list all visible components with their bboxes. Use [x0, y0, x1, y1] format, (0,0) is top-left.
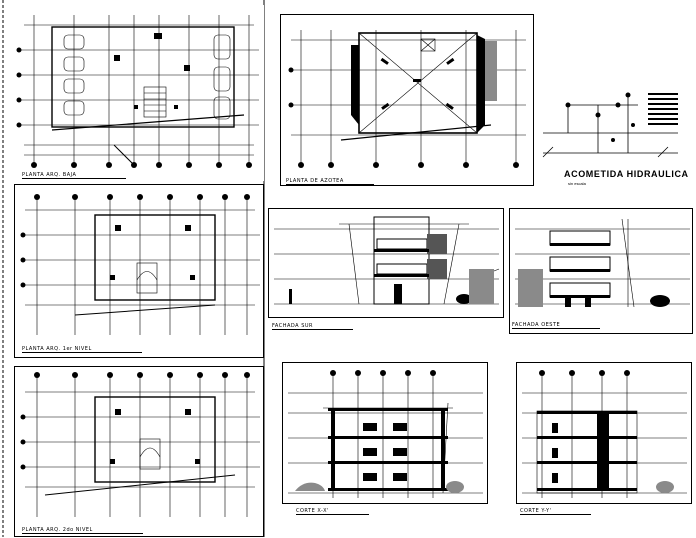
acometida-hidraulica-detail: ACOMETIDA HIDRAULICA sin escala	[538, 85, 693, 190]
fachada-oeste-label: FACHADA OESTE	[512, 322, 601, 329]
acometida-title: ACOMETIDA HIDRAULICA	[564, 169, 689, 179]
planta-2do-nivel-drawing	[20, 372, 260, 517]
planta-baja-drawing	[16, 15, 259, 168]
fachada-oeste-panel	[509, 208, 693, 334]
planta-2do-nivel-panel	[14, 366, 264, 537]
planta-azotea-panel	[280, 14, 534, 186]
corte-xx-panel	[282, 362, 488, 504]
planta-baja-label: PLANTA ARQ. BAJA	[22, 172, 127, 179]
corte-yy-panel	[516, 362, 692, 504]
planta-azotea-drawing	[288, 30, 526, 168]
fachada-sur-panel	[268, 208, 504, 318]
planta-1er-nivel-label: PLANTA ARQ. 1er NIVEL	[22, 346, 142, 353]
planta-1er-nivel-panel	[14, 184, 264, 358]
planta-baja-panel	[14, 5, 264, 181]
acometida-drawing	[542, 92, 678, 158]
planta-2do-nivel-label: PLANTA ARQ. 2do NIVEL	[22, 527, 143, 534]
corte-xx-drawing	[288, 370, 483, 498]
fachada-sur-drawing	[274, 216, 500, 305]
fachada-oeste-drawing	[515, 218, 690, 308]
planta-azotea-label: PLANTA DE AZOTEA	[286, 178, 374, 185]
planta-1er-nivel-drawing	[20, 194, 260, 335]
acometida-subtitle: sin escala	[568, 181, 586, 186]
corte-xx-label: CORTE X-X'	[296, 508, 369, 515]
fachada-sur-label: FACHADA SUR	[272, 323, 354, 330]
corte-yy-label: CORTE Y-Y'	[520, 508, 592, 515]
corte-yy-drawing	[522, 370, 687, 498]
